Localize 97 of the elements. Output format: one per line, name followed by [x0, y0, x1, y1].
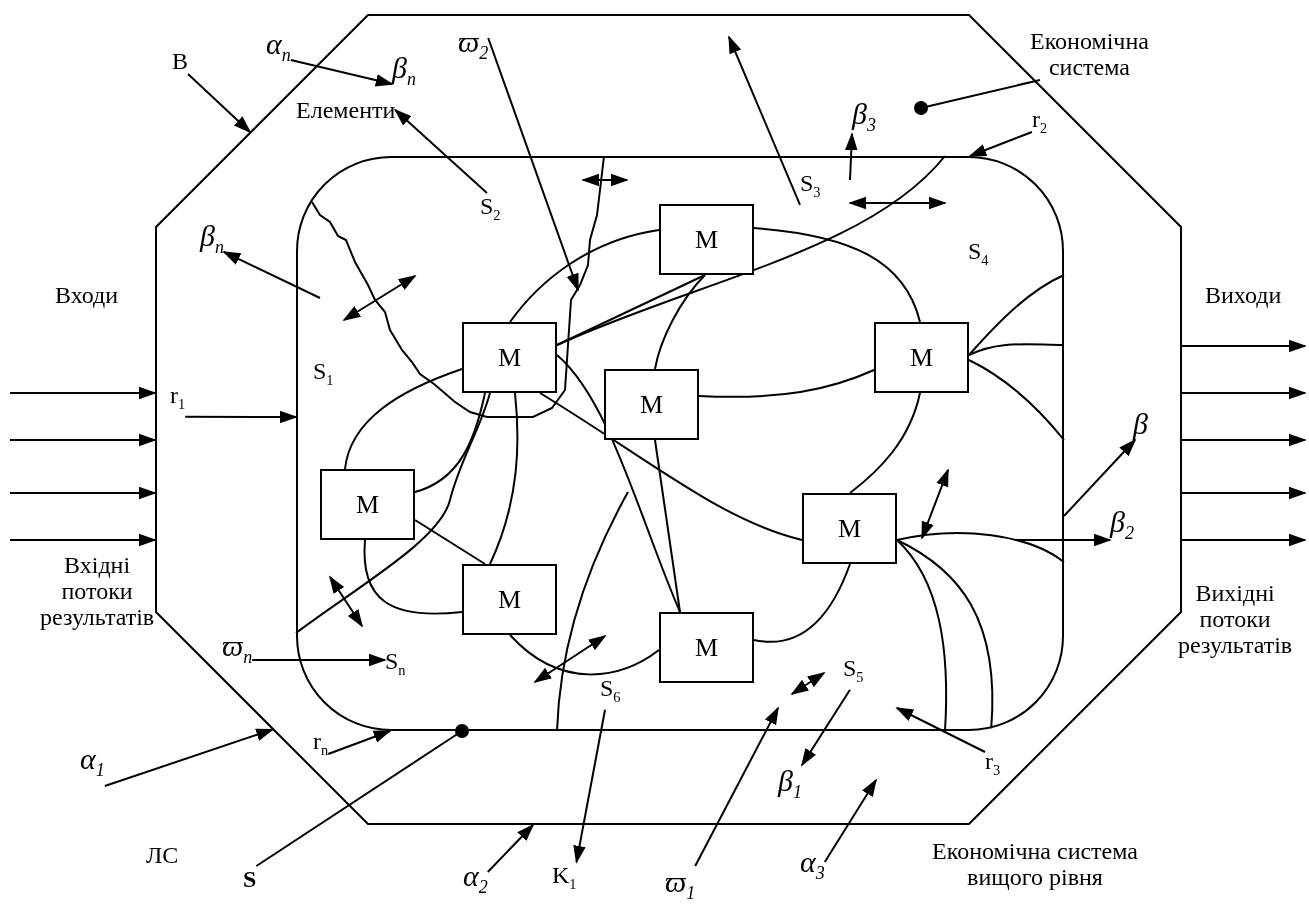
text-label: Вхідні потоки результатів — [40, 552, 155, 630]
connection-line — [556, 155, 946, 346]
text-label: Економічна система вищого рівня — [931, 838, 1139, 890]
symbol-label: β$_{3}$ — [852, 98, 876, 141]
arrow — [9, 433, 157, 447]
symbol-label: α$_{n}$ — [266, 28, 291, 71]
arrow — [103, 728, 275, 787]
symbol-label: α$_{3}$ — [800, 846, 825, 889]
symbol-label: S$_{3}$ — [800, 170, 821, 205]
symbol-label: α$_{1}$ — [80, 743, 105, 786]
symbol-label: S — [243, 866, 257, 892]
connection-line — [968, 343, 1065, 356]
module-box: M — [462, 322, 557, 393]
arrow — [1181, 433, 1307, 447]
connection-line — [968, 359, 1065, 441]
subsystem-outline — [296, 156, 1064, 731]
symbol-label: β — [1133, 408, 1148, 440]
connection-line — [896, 539, 994, 730]
arrow — [801, 688, 851, 767]
arrow — [184, 410, 298, 424]
connection-line — [654, 439, 681, 613]
symbol-label: r$_{1}$ — [170, 382, 186, 417]
connection-line — [968, 274, 1065, 356]
arrow — [251, 653, 387, 667]
symbol-label: r$_{n}$ — [313, 728, 329, 763]
text-label: Вихідні потоки результатів — [1178, 580, 1293, 658]
connection-line — [698, 369, 875, 398]
arrow — [486, 823, 535, 873]
connection-line — [753, 563, 851, 643]
arrow — [1181, 386, 1307, 400]
arrow — [222, 251, 321, 299]
arrow — [1181, 486, 1307, 500]
connection-line — [414, 519, 486, 565]
symbol-label: ϖ$_{2}$ — [458, 26, 489, 69]
module-box: M — [802, 493, 897, 564]
symbol-label: ϖ$_{n}$ — [222, 630, 253, 673]
arrow — [845, 132, 858, 181]
module-box: M — [874, 322, 969, 393]
symbol-label: S$_{6}$ — [600, 675, 621, 710]
arrow — [1181, 533, 1307, 547]
arrow — [895, 707, 986, 753]
arrow — [327, 730, 392, 755]
module-box: M — [320, 469, 415, 540]
connection-line — [556, 354, 681, 613]
connection-line — [896, 532, 1065, 563]
symbol-label: Виходи — [1205, 282, 1282, 308]
connection-line — [753, 227, 921, 323]
arrow — [1181, 339, 1307, 353]
text-label: Економічна система — [1030, 28, 1149, 80]
symbol-label: ЛС — [146, 842, 179, 868]
symbol-label: β$_{1}$ — [778, 765, 802, 808]
symbol-label: β$_{2}$ — [1110, 506, 1134, 549]
connection-line — [489, 392, 519, 565]
arrow — [9, 533, 157, 547]
connection-line — [896, 539, 948, 732]
symbol-label: S$_{5}$ — [843, 655, 864, 690]
arrow — [289, 59, 394, 87]
arrow — [393, 108, 488, 194]
connection-line — [654, 274, 706, 370]
module-box: M — [604, 369, 699, 440]
module-box: M — [659, 204, 754, 275]
arrow — [1063, 438, 1137, 517]
connection-line — [509, 634, 660, 676]
symbol-label: α$_{2}$ — [463, 860, 488, 903]
arrow — [9, 386, 157, 400]
symbol-label: r$_{3}$ — [985, 748, 1001, 783]
symbol-label: Елементи — [296, 97, 396, 123]
symbol-label: ϖ$_{1}$ — [665, 866, 696, 909]
connection-line — [539, 392, 803, 541]
connection-line — [414, 392, 486, 493]
arrow — [968, 131, 1033, 157]
symbol-label: S$_{4}$ — [968, 238, 989, 270]
symbol-label: Входи — [55, 282, 119, 308]
leader-line — [914, 79, 1041, 115]
connection-line — [344, 368, 463, 470]
connection-line — [849, 392, 921, 494]
arrow — [694, 706, 779, 867]
symbol-label: В — [172, 48, 188, 74]
leader-line — [255, 724, 469, 867]
symbol-label: β$_{n}$ — [392, 52, 416, 95]
symbol-label: S$_{1}$ — [313, 358, 334, 390]
module-box: M — [659, 612, 754, 683]
symbol-label: S$_{2}$ — [480, 193, 501, 228]
connection-line — [363, 539, 463, 615]
arrow — [487, 37, 579, 292]
arrow — [9, 486, 157, 500]
arrow — [823, 778, 877, 863]
module-box: M — [462, 564, 557, 635]
connection-line — [509, 229, 660, 323]
symbol-label: β$_{n}$ — [200, 220, 224, 263]
arrow — [573, 708, 606, 864]
symbol-label: K$_{1}$ — [552, 862, 577, 897]
symbol-label: S$_{n}$ — [385, 648, 406, 683]
arrow — [187, 73, 252, 134]
symbol-label: r$_{2}$ — [1032, 106, 1048, 141]
arrow — [728, 35, 801, 206]
connection-line — [295, 392, 491, 634]
